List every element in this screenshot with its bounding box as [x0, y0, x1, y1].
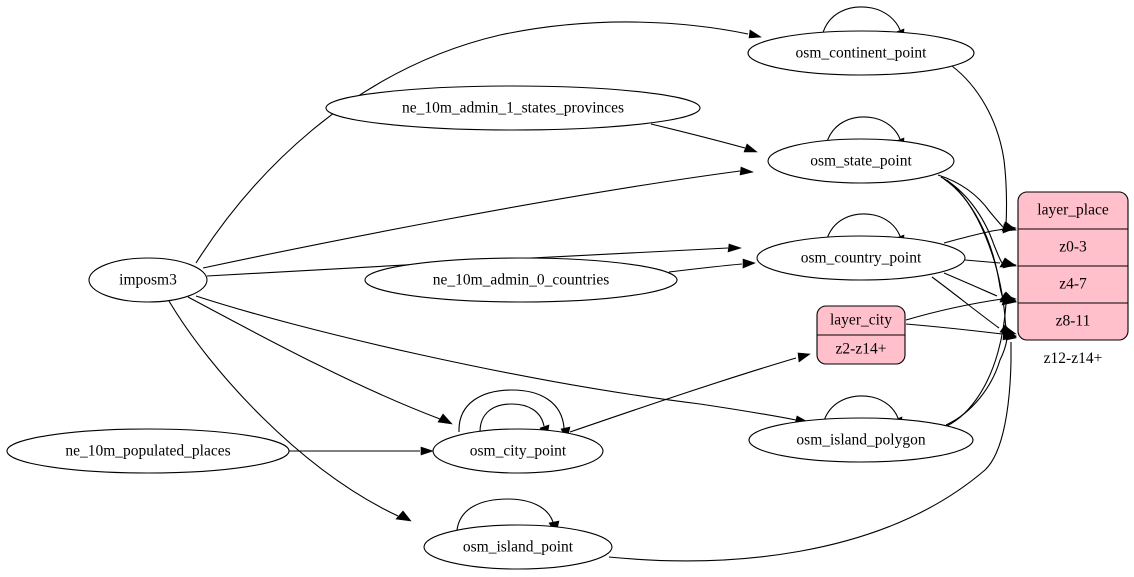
record-row-layer_place-z4-7[interactable]: z4-7 — [1059, 276, 1087, 293]
node-label-ne_10m_populated_places: ne_10m_populated_places — [65, 443, 230, 460]
edge-imposm3-to-osm_state_point — [202, 166, 754, 269]
node-ne_10m_admin_1_states_provinces[interactable]: ne_10m_admin_1_states_provinces — [325, 85, 701, 131]
edge-osm_country_point-to-layer_place-z0-3 — [943, 223, 1017, 244]
record-row-layer_place-z8-11[interactable]: z8-11 — [1056, 313, 1091, 330]
node-label-ne_10m_admin_1_states_provinces: ne_10m_admin_1_states_provinces — [402, 100, 624, 117]
node-imposm3[interactable]: imposm3 — [88, 257, 208, 303]
record-row-layer_city-z2-z14+[interactable]: z2-z14+ — [836, 341, 887, 358]
node-label-osm_island_point: osm_island_point — [463, 539, 574, 556]
node-label-imposm3: imposm3 — [119, 272, 177, 289]
node-osm_city_point[interactable]: osm_city_point — [432, 428, 604, 474]
nodes-layer: imposm3 ne_10m_admin_1_states_provinces … — [6, 30, 1129, 570]
record-node-layer_city[interactable]: layer_city z2-z14+ — [816, 305, 906, 365]
node-label-ne_10m_admin_0_countries: ne_10m_admin_0_countries — [433, 272, 610, 289]
edge-ne_10m_populated_places-to-osm_city_point — [289, 446, 434, 456]
node-ne_10m_populated_places[interactable]: ne_10m_populated_places — [6, 428, 290, 474]
edge-ne_10m_admin_0_countries-to-osm_country_point — [668, 258, 756, 273]
node-label-osm_country_point: osm_country_point — [801, 250, 922, 267]
record-row-layer_place-z12-z14-plus[interactable]: z12-z14+ — [1044, 350, 1103, 367]
node-osm_continent_point[interactable]: osm_continent_point — [747, 30, 975, 76]
record-row-layer_place-z0-3[interactable]: z0-3 — [1059, 239, 1087, 256]
edge-ne_10m_admin_1_states_provinces-to-osm_state_point — [650, 123, 758, 153]
node-ne_10m_admin_0_countries[interactable]: ne_10m_admin_0_countries — [364, 257, 678, 303]
edge-osm_island_polygon-to-layer_place-z8-11 — [941, 295, 1017, 429]
node-osm_state_point[interactable]: osm_state_point — [767, 138, 955, 184]
node-osm_island_point[interactable]: osm_island_point — [423, 524, 613, 570]
edge-imposm3-to-osm_continent_point — [195, 21, 762, 264]
edge-imposm3-to-osm_city_point — [187, 296, 453, 425]
edge-layer_city-to-layer_place-z8-11 — [905, 293, 1017, 321]
node-osm_country_point[interactable]: osm_country_point — [756, 235, 966, 281]
record-row-layer_place-title: layer_place — [1037, 202, 1109, 219]
node-label-osm_continent_point: osm_continent_point — [796, 45, 928, 62]
edge-layer_city-to-layer_place-z12-z14+ — [905, 323, 1017, 339]
edge-imposm3-to-osm_island_point — [168, 300, 412, 522]
record-row-layer_city-title: layer_city — [830, 312, 892, 329]
edge-osm_island_point-to-layer_place-z12-z14+ — [608, 330, 1017, 562]
edge-osm_city_point-to-layer_city-z2-z14+ — [569, 352, 811, 433]
record-node-layer_place[interactable]: layer_place z0-3 z4-7 z8-11 — [1017, 191, 1129, 341]
edge-osm_island_polygon-to-layer_place-z12-z14+ — [945, 330, 1017, 426]
node-label-osm_city_point: osm_city_point — [470, 443, 567, 460]
node-label-osm_island_polygon: osm_island_polygon — [796, 432, 925, 449]
node-label-osm_state_point: osm_state_point — [810, 153, 912, 170]
node-osm_island_polygon[interactable]: osm_island_polygon — [748, 417, 974, 463]
edge-osm_country_point-to-layer_place-z4-7 — [964, 259, 1017, 269]
edge-osm_continent_point-to-layer_place-z0-3 — [951, 65, 1017, 232]
